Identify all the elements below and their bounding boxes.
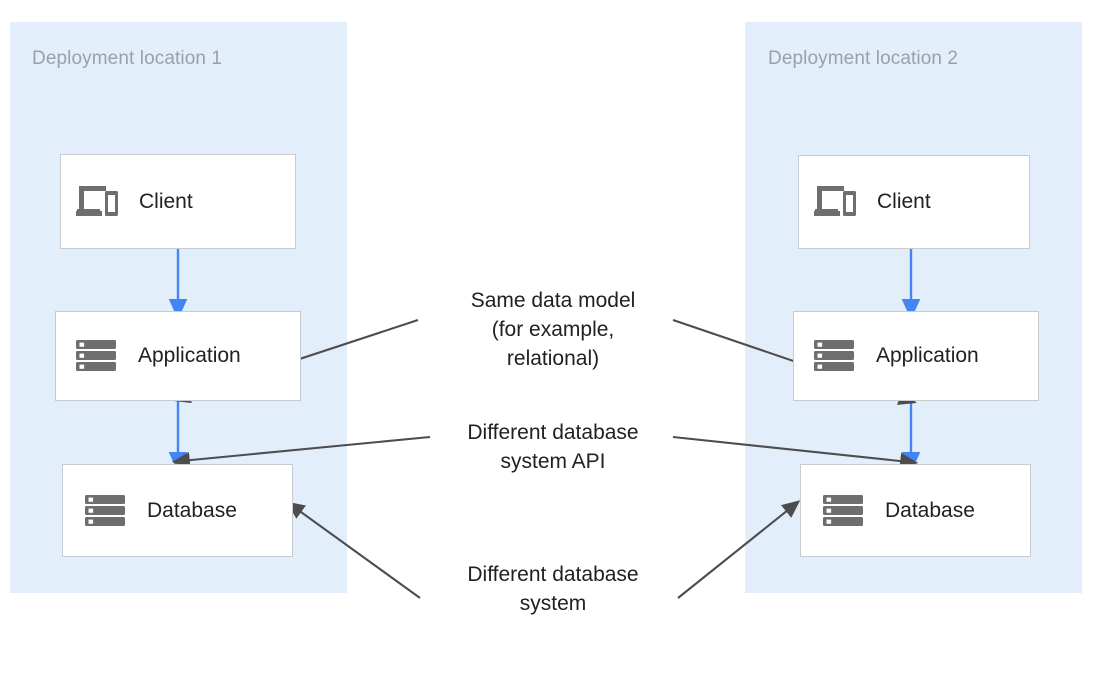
node-label-database-2: Database	[885, 498, 975, 522]
zone-title-deployment-location-1: Deployment location 1	[32, 48, 223, 69]
node-database-1[interactable]: Database	[62, 464, 293, 557]
node-label-application-2: Application	[876, 344, 979, 367]
node-label-client-1: Client	[139, 189, 193, 213]
node-application-2[interactable]: Application	[793, 311, 1039, 401]
node-label-application-1: Application	[138, 344, 241, 367]
server-stack-icon	[83, 491, 129, 531]
node-application-1[interactable]: Application	[55, 311, 301, 401]
server-stack-icon	[74, 336, 120, 376]
node-client-1[interactable]: Client	[60, 154, 296, 249]
server-stack-icon	[812, 336, 858, 376]
node-client-2[interactable]: Client	[798, 155, 1030, 249]
server-stack-icon	[821, 491, 867, 531]
node-database-2[interactable]: Database	[800, 464, 1031, 557]
annotation-same-data-model: Same data model (for example, relational…	[470, 289, 636, 370]
annotation-different-database-system-api: Different database system API	[467, 421, 639, 473]
node-label-database-1: Database	[147, 498, 237, 522]
client-devices-icon	[813, 182, 859, 222]
zone-title-deployment-location-2: Deployment location 2	[768, 48, 959, 69]
client-devices-icon	[75, 182, 121, 222]
annotation-different-database-system: Different database system	[467, 563, 639, 615]
node-label-client-2: Client	[877, 190, 931, 213]
